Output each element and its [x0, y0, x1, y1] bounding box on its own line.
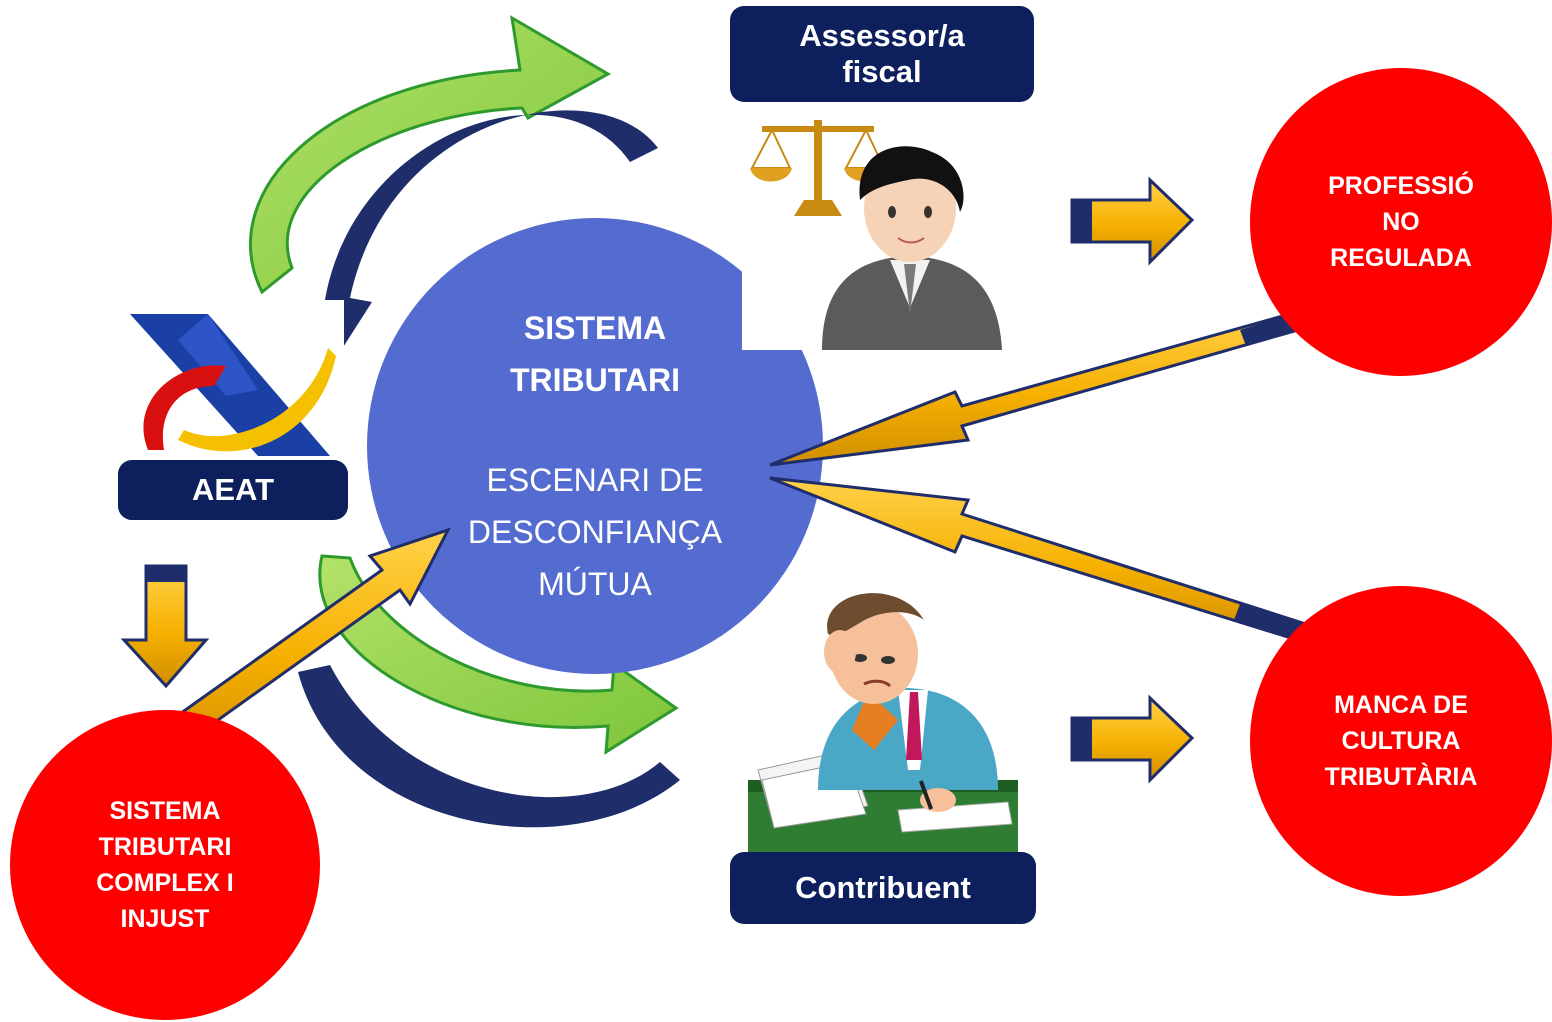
problem-sistema-line-2: TRIBUTARI [98, 833, 232, 861]
upper-green-arc-arrow [249, 15, 612, 295]
center-title: SISTEMA TRIBUTARI [367, 302, 823, 406]
aeat-label: AEAT [118, 460, 348, 520]
center-subtitle-line-3: MÚTUA [538, 566, 652, 602]
center-title-line-1: SISTEMA [523, 310, 667, 346]
problem-manca-line-1: MANCA DE [1334, 691, 1468, 719]
taxpayer-label-text: Contribuent [795, 870, 971, 905]
taxpayer-label: Contribuent [730, 852, 1036, 924]
problem-manca-line-3: TRIBUTÀRIA [1324, 763, 1478, 791]
problem-circle-manca: MANCA DE CULTURA TRIBUTÀRIA [1250, 586, 1552, 896]
down-arrow-aeat [120, 564, 210, 689]
advisor-label: Assessor/a fiscal [730, 6, 1034, 102]
right-arrow-bottom [1070, 694, 1195, 784]
lower-navy-arc-arrow [298, 665, 680, 828]
central-circle: SISTEMA TRIBUTARI ESCENARI DE DESCONFIAN… [367, 218, 823, 674]
problem-professio-line-3: REGULADA [1330, 244, 1472, 272]
problem-sistema-line-4: INJUST [120, 905, 210, 933]
lower-green-arc-arrow [318, 554, 679, 755]
advisor-label-line-1: Assessor/a [799, 18, 965, 53]
worried-man-at-desk-icon [748, 593, 1018, 852]
right-arrow-top [1070, 176, 1195, 266]
advisor-label-line-2: fiscal [842, 54, 922, 89]
problem-professio-line-2: NO [1382, 208, 1420, 236]
problem-sistema-line-3: COMPLEX I [96, 869, 234, 897]
problem-sistema-line-1: SISTEMA [109, 797, 221, 825]
center-subtitle-line-2: DESCONFIANÇA [467, 514, 723, 550]
center-title-line-2: TRIBUTARI [509, 362, 681, 398]
problem-circle-sistema-complex: SISTEMA TRIBUTARI COMPLEX I INJUST [10, 710, 320, 1020]
problem-professio-line-1: PROFESSIÓ [1328, 172, 1474, 200]
center-subtitle-line-1: ESCENARI DE [486, 462, 704, 498]
center-subtitle: ESCENARI DE DESCONFIANÇA MÚTUA [367, 454, 823, 610]
problem-manca-line-2: CULTURA [1341, 727, 1461, 755]
aeat-label-text: AEAT [191, 472, 275, 507]
judge-with-scales-icon [742, 108, 1022, 350]
aeat-logo-icon [118, 300, 344, 460]
problem-circle-professio: PROFESSIÓ NO REGULADA [1250, 68, 1552, 376]
